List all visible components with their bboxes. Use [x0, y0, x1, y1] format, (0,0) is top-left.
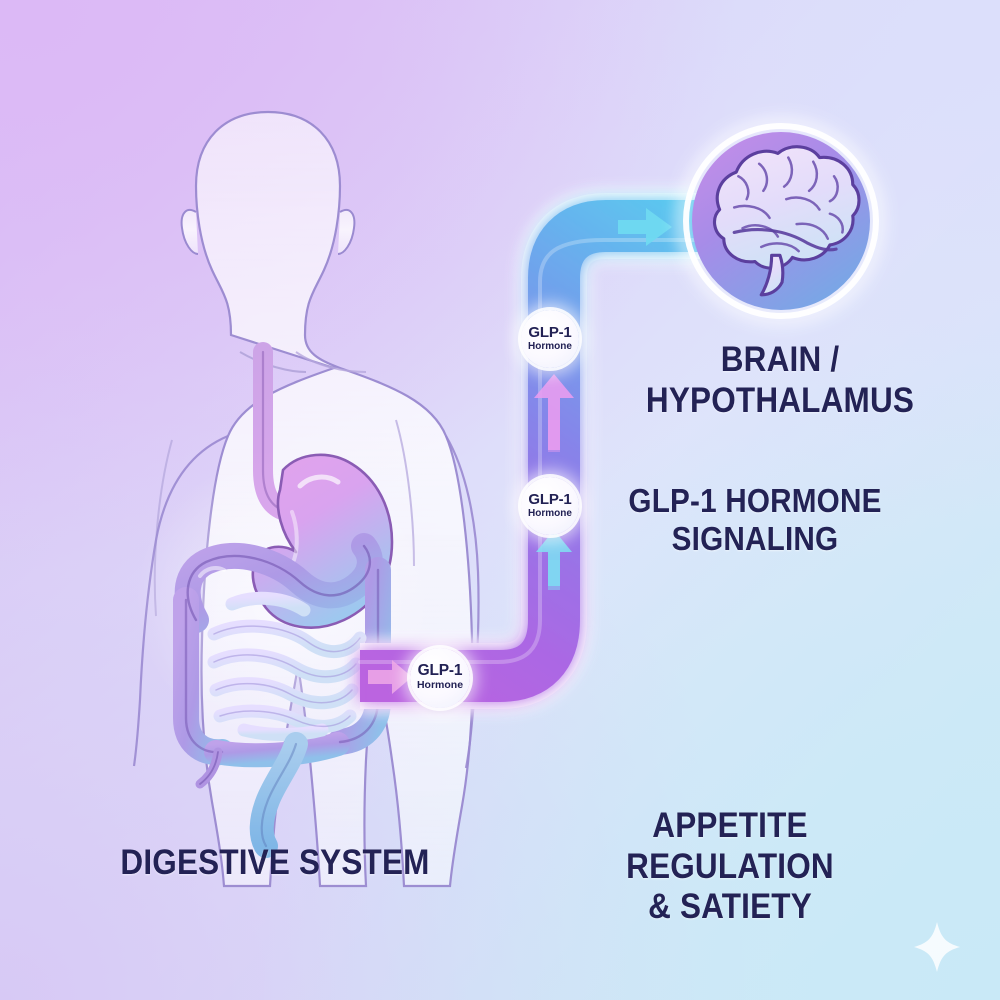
signaling-label: GLP-1 HORMONE SIGNALING: [628, 482, 882, 558]
organ-small-intestine-outline: [213, 625, 361, 728]
gut-arrow-icon: [368, 660, 412, 694]
glp1-badge-gut[interactable]: GLP-1 Hormone: [410, 648, 470, 708]
upper-arrow-icon: [534, 374, 574, 452]
digestive-label: DIGESTIVE SYSTEM: [120, 843, 430, 882]
glp1-badge-title: GLP-1: [417, 662, 463, 680]
glp1-badge-upper[interactable]: GLP-1 Hormone: [521, 310, 579, 368]
organ-appendix: [195, 747, 223, 789]
glp1-badge-subtitle: Hormone: [528, 341, 572, 352]
brain-arrow-icon: [618, 208, 672, 246]
appetite-label: APPETITE REGULATION & SATIETY: [626, 806, 834, 927]
lower-arrow-icon: [536, 530, 572, 590]
glp1-badge-title: GLP-1: [528, 491, 572, 508]
glp1-badge-subtitle: Hormone: [416, 678, 464, 691]
glp1-badge-mid[interactable]: GLP-1 Hormone: [521, 477, 579, 535]
brain-label: BRAIN / HYPOTHALAMUS: [645, 340, 915, 420]
glp1-badge-subtitle: Hormone: [528, 508, 572, 519]
brain-icon: [712, 145, 861, 297]
glp1-badge-title: GLP-1: [528, 324, 572, 341]
organ-rectum: [249, 732, 308, 858]
